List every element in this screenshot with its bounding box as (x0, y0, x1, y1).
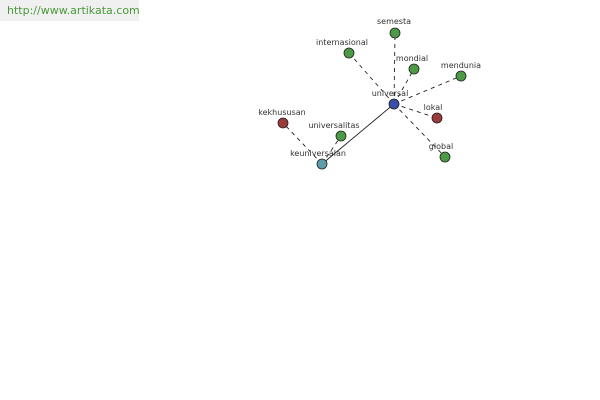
node-label-universalitas[interactable]: universalitas (308, 121, 359, 130)
labels-layer: universal semesta internasional mondial mend… (258, 17, 481, 158)
nodes-layer (277, 27, 467, 170)
node-label-keuniversalan[interactable]: keuniversalan (290, 149, 346, 158)
node-label-kekhususan[interactable]: kekhususan (258, 108, 305, 117)
edge-keuniversalan-kekhususan (282, 122, 323, 165)
node-mondial[interactable] (408, 63, 420, 75)
node-universalitas[interactable] (335, 130, 347, 142)
edges-layer (282, 32, 462, 165)
node-lokal[interactable] (431, 112, 443, 124)
edge-universal-internasional (348, 52, 395, 105)
node-semesta[interactable] (389, 27, 401, 39)
edge-universal-mondial (393, 68, 415, 105)
node-keuniversalan[interactable] (316, 158, 328, 170)
edge-universal-keuniversalan (321, 103, 395, 165)
node-label-lokal[interactable]: lokal (424, 103, 443, 112)
node-internasional[interactable] (343, 47, 355, 59)
node-label-mondial[interactable]: mondial (396, 54, 428, 63)
node-label-semesta[interactable]: semesta (377, 17, 411, 26)
node-universal[interactable] (388, 98, 400, 110)
node-kekhususan[interactable] (277, 117, 289, 129)
source-url-link[interactable]: http://www.artikata.com (0, 0, 140, 21)
node-label-global[interactable]: global (429, 142, 453, 151)
node-label-universal[interactable]: universal (372, 89, 409, 98)
edge-keuniversalan-universalitas (321, 135, 342, 165)
node-label-internasional[interactable]: internasional (316, 38, 368, 47)
edge-universal-semesta (393, 32, 396, 105)
node-global[interactable] (439, 151, 451, 163)
node-mendunia[interactable] (455, 70, 467, 82)
node-label-mendunia[interactable]: mendunia (441, 61, 481, 70)
